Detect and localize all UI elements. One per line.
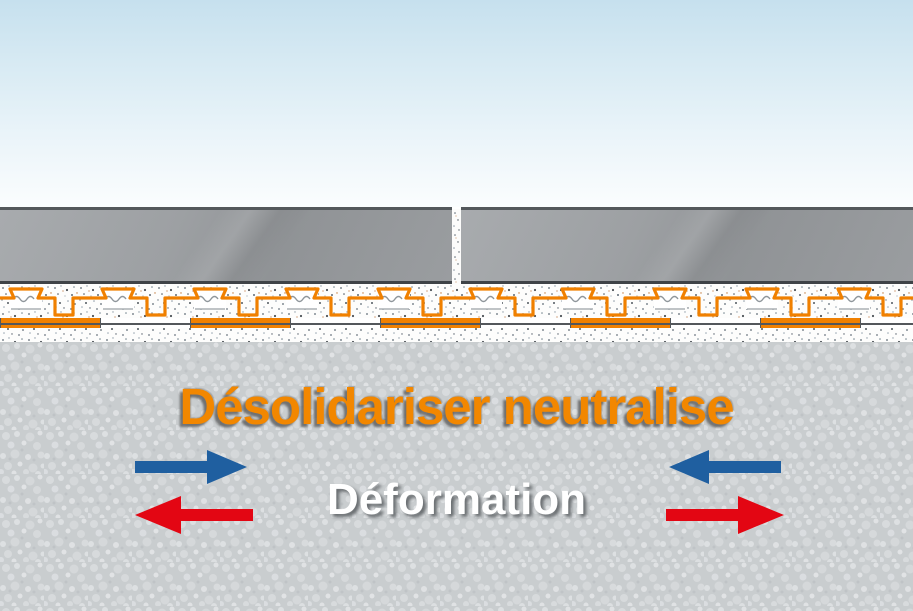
grout-joint <box>452 209 461 284</box>
tile-left <box>0 207 452 284</box>
sky-background <box>0 0 913 207</box>
tile-sheen <box>0 210 452 281</box>
blue-arrow-right-icon <box>135 450 247 484</box>
tile-sheen <box>461 210 913 281</box>
title-text: Désolidariser neutralise <box>179 378 734 435</box>
screed-layer <box>0 342 913 611</box>
decoupling-membrane-layer <box>0 284 913 342</box>
red-arrow-right-icon <box>666 496 784 534</box>
blue-arrow-left-icon <box>669 450 781 484</box>
subtitle-text: Déformation <box>326 475 587 524</box>
tile-right <box>461 207 913 284</box>
tile-layer <box>0 207 913 284</box>
lower-mortar-band <box>0 328 913 342</box>
red-arrow-left-icon <box>135 496 253 534</box>
adhesive-strip-band <box>0 318 913 328</box>
